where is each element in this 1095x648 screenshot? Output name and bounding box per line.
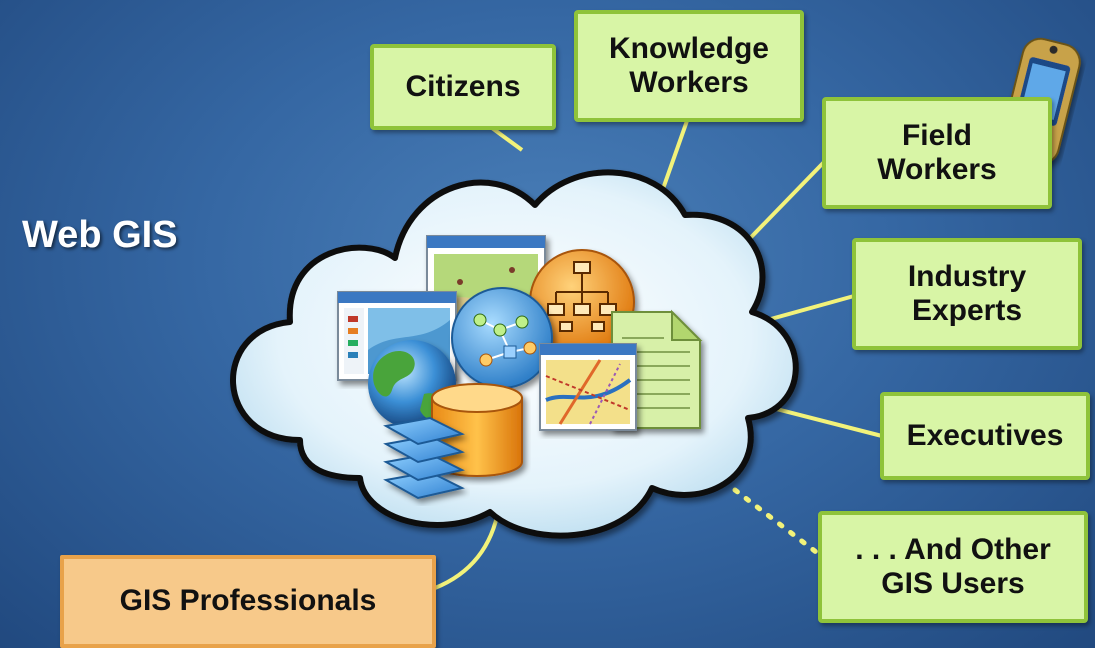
user-box-field-workers: Field Workers bbox=[822, 97, 1052, 209]
user-box-knowledge-workers: Knowledge Workers bbox=[574, 10, 804, 122]
professionals-box: GIS Professionals bbox=[60, 555, 436, 648]
user-box-industry-experts: Industry Experts bbox=[852, 238, 1082, 350]
connector-industry-experts bbox=[759, 294, 855, 324]
connector-citizens bbox=[490, 126, 524, 152]
workflow-icon bbox=[451, 287, 553, 389]
user-box-executives: Executives bbox=[880, 392, 1090, 480]
database-icon bbox=[431, 383, 523, 477]
street-map-window-icon bbox=[539, 343, 637, 431]
user-box-citizens: Citizens bbox=[370, 44, 556, 130]
layers-icon bbox=[383, 416, 465, 500]
connector-other-users bbox=[732, 487, 823, 558]
page-title: Web GIS bbox=[22, 214, 178, 256]
user-box-other-gis-users: . . . And Other GIS Users bbox=[818, 511, 1088, 623]
